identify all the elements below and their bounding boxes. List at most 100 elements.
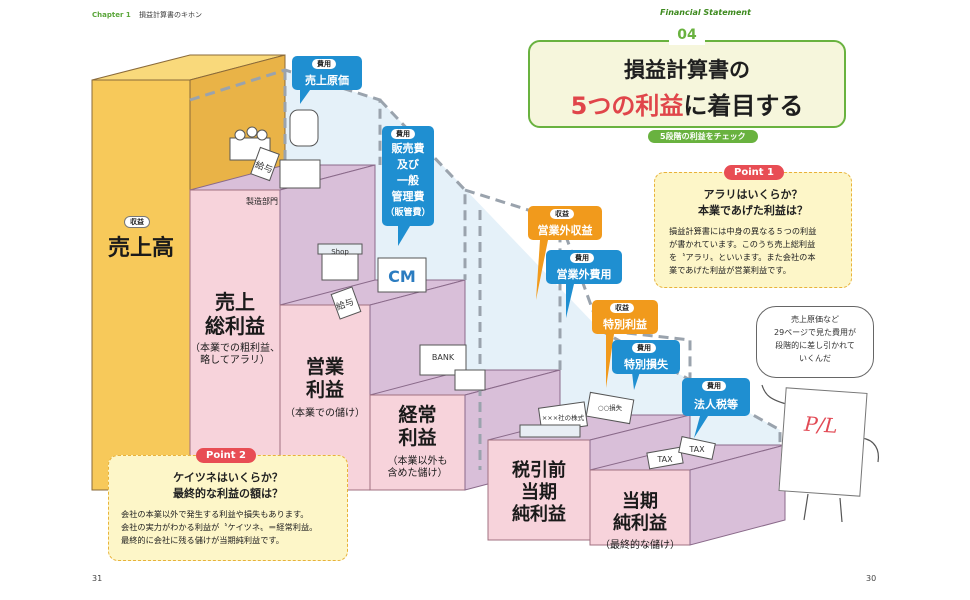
cm-sign: CM [388,267,416,286]
ordinary-label-1: 経常 [398,404,437,426]
sales-block [91,79,191,491]
shop-icon [317,243,486,391]
chapter-header: Chapter 1 損益計算書のキホン [92,10,202,20]
title-line-1: 損益計算書の [624,58,750,82]
sga-line-5: （販管費） [385,208,431,218]
point-2-box: ケイツネはいくらか？ 最終的な利益の額は？ 会社の本業以外で発生する利益や損失も… [108,455,348,561]
title-line-2-red: 5つの利益 [570,92,684,120]
point-1-box: アラリはいくらか？ 本業であげた利益は？ 損益計算書には中身の異なる５つの利益 … [654,172,852,288]
pretax-label-3: 純利益 [512,504,566,525]
title-line-2: 5つの利益に着目する [530,86,844,121]
tax-callout: 費用 法人税等 [682,378,750,416]
net-sub: （最終的な儲け） [600,540,680,551]
ordinary-sub-1: （本業以外も [387,456,448,467]
title-curved-text: Financial Statement [660,8,751,17]
nonop-expense-callout: 費用 営業外費用 [546,250,622,284]
sga-line-2: 及び [397,158,419,171]
gross-label-1: 売上 [215,290,255,314]
speech-line-3: 段階的に差し引かれて [775,341,855,350]
gross-sub-1: （本業での粗利益、 [190,343,280,354]
cogs-goods-icon [229,109,321,189]
title-subtitle: 5段階の利益をチェック [648,130,758,143]
tax-label: 法人税等 [694,398,738,411]
extra-income-callout: 収益 特別利益 [592,300,658,334]
pretax-block [487,439,591,541]
gross-sub-2: 略してアラリ） [200,355,270,366]
title-box: 損益計算書の 5つの利益に着目する [528,40,846,128]
point-1-line-3: を〝アラリ〟といいます。また会社の本 [669,252,816,262]
point-2-line-3: 最終的に会社に残る儲けが当期純利益です。 [121,535,284,545]
bank-sign: BANK [432,353,455,362]
net-label-1: 当期 [622,491,658,512]
shop-sign: Shop [331,248,349,256]
net-label: 当期 純利益 [590,491,690,535]
nonop-income-tag: 収益 [550,209,574,219]
ordinary-sub-2: 含めた儲け） [387,468,448,479]
sga-line-4: 管理費 [391,190,425,203]
nonop-expense-tag: 費用 [570,253,594,263]
cogs-callout: 費用 売上原価 [292,56,362,90]
operating-label-2: 利益 [305,379,344,401]
point-2-line-2: 会社の実力がわかる利益が〝ケイツネ〟＝経常利益。 [121,522,318,532]
extra-income-tag: 収益 [610,303,634,313]
sales-tag: 収益 [124,216,150,228]
sga-line-1: 販売費 [391,142,425,155]
gross-sub: （本業での粗利益、 略してアラリ） [184,343,286,367]
pretax-label-1: 税引前 [512,460,566,481]
sga-callout: 費用 販売費 及び 一般 管理費 （販管費） [382,126,434,226]
nonop-expense-label: 営業外費用 [556,268,612,281]
speech-bubble: 売上原価など 29ページで見た費用が 段階的に差し引かれて いくんだ [756,306,874,378]
point-2-badge: Point 2 [196,448,256,463]
extraordinary-docs [519,391,716,470]
sga-line-3: 一般 [397,174,419,187]
chapter-title: 損益計算書のキホン [138,11,202,19]
point-1-head-1: アラリはいくらか？ [703,188,803,201]
loss-doc-text: ○○損失 [598,403,623,412]
net-block [589,469,691,546]
operating-sub: （本業での儲け） [285,408,365,419]
pl-mascot: P/L [778,387,868,497]
point-1-body: 損益計算書には中身の異なる５つの利益 が書かれています。このうち売上総利益 を〝… [669,225,847,277]
pl-mascot-text: P/L [803,411,839,438]
page-number-left: 31 [92,574,103,583]
title-line-2-black: に着目する [683,92,804,120]
stock-doc-text: ×××社の株式 [542,413,585,422]
chapter-label: Chapter 1 [92,11,131,19]
point-2-body: 会社の本業以外で発生する利益や損失もあります。 会社の実力がわかる利益が〝ケイツ… [121,508,347,547]
point-1-badge: Point 1 [724,165,784,180]
point-1-line-4: 業であげた利益が営業利益です。 [669,265,791,275]
ordinary-label-2: 利益 [398,427,437,449]
point-2-head-1: ケイツネはいくらか？ [173,471,283,484]
tax-doc-1: TAX [656,455,673,464]
gross-label-2: 総利益 [205,314,265,338]
pretax-label-2: 当期 [521,482,557,503]
extra-income-label: 特別利益 [603,318,647,331]
speech-line-4: いくんだ [799,354,831,363]
nonop-income-callout: 収益 営業外収益 [528,206,602,240]
nonop-income-label: 営業外収益 [537,224,593,237]
cogs-label: 売上原価 [305,74,349,87]
point-1-line-1: 損益計算書には中身の異なる５つの利益 [669,226,817,236]
speech-line-1: 売上原価など [791,315,839,324]
sga-tag: 費用 [391,129,415,139]
tax-doc-2: TAX [688,445,705,454]
tax-tag: 費用 [702,381,726,391]
operating-label-1: 営業 [305,356,344,378]
extra-loss-label: 特別損失 [624,358,668,371]
speech-line-2: 29ページで見た費用が [773,328,857,337]
page-number-right: 30 [866,574,877,583]
point-1-head-2: 本業であげた利益は？ [698,204,808,217]
ordinary-sub: （本業以外も 含めた儲け） [370,456,465,480]
point-1-line-2: が書かれています。このうち売上総利益 [669,239,816,249]
extra-loss-callout: 費用 特別損失 [612,340,680,374]
gross-block [189,189,281,491]
point-2-line-1: 会社の本業以外で発生する利益や損失もあります。 [121,509,309,519]
extra-loss-tag: 費用 [632,343,656,353]
ordinary-label: 経常 利益 [370,404,465,450]
section-number: 04 [669,25,705,45]
pretax-label: 税引前 当期 純利益 [488,460,590,526]
ordinary-block [369,394,466,491]
mfg-text: 製造部門 [246,196,278,206]
operating-label: 営業 利益 [280,356,370,402]
net-side [689,444,786,546]
